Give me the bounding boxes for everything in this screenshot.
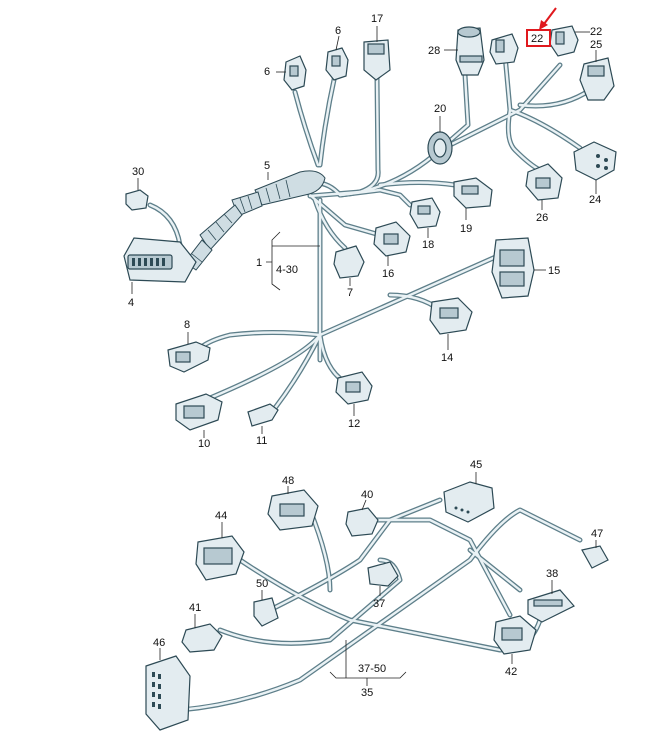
label-part-41: 41	[189, 602, 201, 614]
connector-18	[409, 197, 441, 229]
connector-38	[527, 589, 575, 623]
label-part-5: 5	[264, 160, 270, 172]
lower-harness-wires	[177, 497, 583, 713]
label-part-8: 8	[184, 319, 190, 331]
label-part-24: 24	[589, 194, 601, 206]
grommet-20	[427, 131, 453, 165]
label-part-30: 30	[132, 166, 144, 178]
label-part-20: 20	[434, 103, 446, 115]
label-part-4-30: 4-30	[276, 264, 298, 276]
label-part-50: 50	[256, 578, 268, 590]
label-part-26: 26	[536, 212, 548, 224]
connector-28	[455, 26, 485, 76]
label-part-7: 7	[347, 287, 353, 299]
connector-24	[573, 141, 617, 181]
connector-12	[335, 371, 373, 405]
connector-50	[253, 597, 279, 627]
label-part-14: 14	[441, 352, 453, 364]
highlight-part-22	[526, 7, 557, 47]
label-part-37-50: 37-50	[358, 663, 386, 675]
label-part-1: 1	[256, 257, 262, 269]
lower-harness	[145, 481, 609, 731]
connector-15	[491, 237, 535, 299]
connector-47	[581, 545, 609, 569]
corrugated-sleeve	[184, 170, 326, 271]
connector-42	[493, 615, 537, 655]
label-part-22: 22	[590, 26, 602, 38]
label-part-47: 47	[591, 528, 603, 540]
connector-16	[373, 221, 411, 257]
label-part-46: 46	[153, 637, 165, 649]
connector-30	[125, 189, 149, 211]
label-part-10: 10	[198, 438, 210, 450]
label-part-11: 11	[256, 435, 267, 447]
label-part-19: 19	[460, 223, 472, 235]
connector-37	[367, 561, 399, 587]
connector-45	[443, 481, 495, 523]
connector-11	[247, 403, 279, 427]
label-part-18: 18	[422, 239, 434, 251]
label-part-16: 16	[382, 268, 394, 280]
connector-22-left	[489, 33, 519, 65]
connector-46	[145, 655, 191, 731]
connector-19	[453, 177, 493, 209]
part-labels: 6 6 17 28 22 22 25 20 5 30 24 26 19 18 1…	[128, 13, 603, 699]
label-part-12: 12	[348, 418, 360, 430]
label-part-22-highlighted: 22	[531, 33, 543, 45]
connector-26	[525, 163, 563, 201]
label-part-42: 42	[505, 666, 517, 678]
connector-40	[345, 507, 379, 537]
connector-7	[333, 245, 365, 279]
connector-6-right	[325, 47, 349, 81]
highlight-box	[526, 29, 551, 47]
label-part-40: 40	[361, 489, 373, 501]
upper-harness	[123, 25, 617, 431]
connector-22-right	[549, 25, 579, 57]
label-part-44: 44	[215, 510, 227, 522]
connector-4	[123, 237, 197, 283]
label-part-15: 15	[548, 265, 560, 277]
label-part-28: 28	[428, 45, 440, 57]
label-part-4: 4	[128, 297, 134, 309]
highlight-arrow-shaft	[543, 7, 557, 25]
connector-14	[429, 297, 473, 335]
leader-lines	[131, 26, 597, 686]
connector-10	[175, 393, 223, 431]
label-part-17: 17	[371, 13, 383, 25]
label-part-48: 48	[282, 475, 294, 487]
label-part-6-left: 6	[264, 66, 270, 78]
connector-44	[195, 535, 245, 581]
connector-25	[579, 57, 615, 101]
connector-48	[267, 489, 319, 531]
label-part-37: 37	[373, 598, 385, 610]
label-part-45: 45	[470, 459, 482, 471]
label-part-25: 25	[590, 39, 602, 51]
connector-17	[363, 39, 391, 81]
label-part-6-right: 6	[335, 25, 341, 37]
highlight-arrow-head	[539, 20, 548, 30]
label-part-35: 35	[361, 687, 373, 699]
connector-41	[181, 623, 223, 653]
label-part-38: 38	[546, 568, 558, 580]
connector-6-left	[283, 55, 307, 91]
connector-8	[167, 341, 211, 373]
